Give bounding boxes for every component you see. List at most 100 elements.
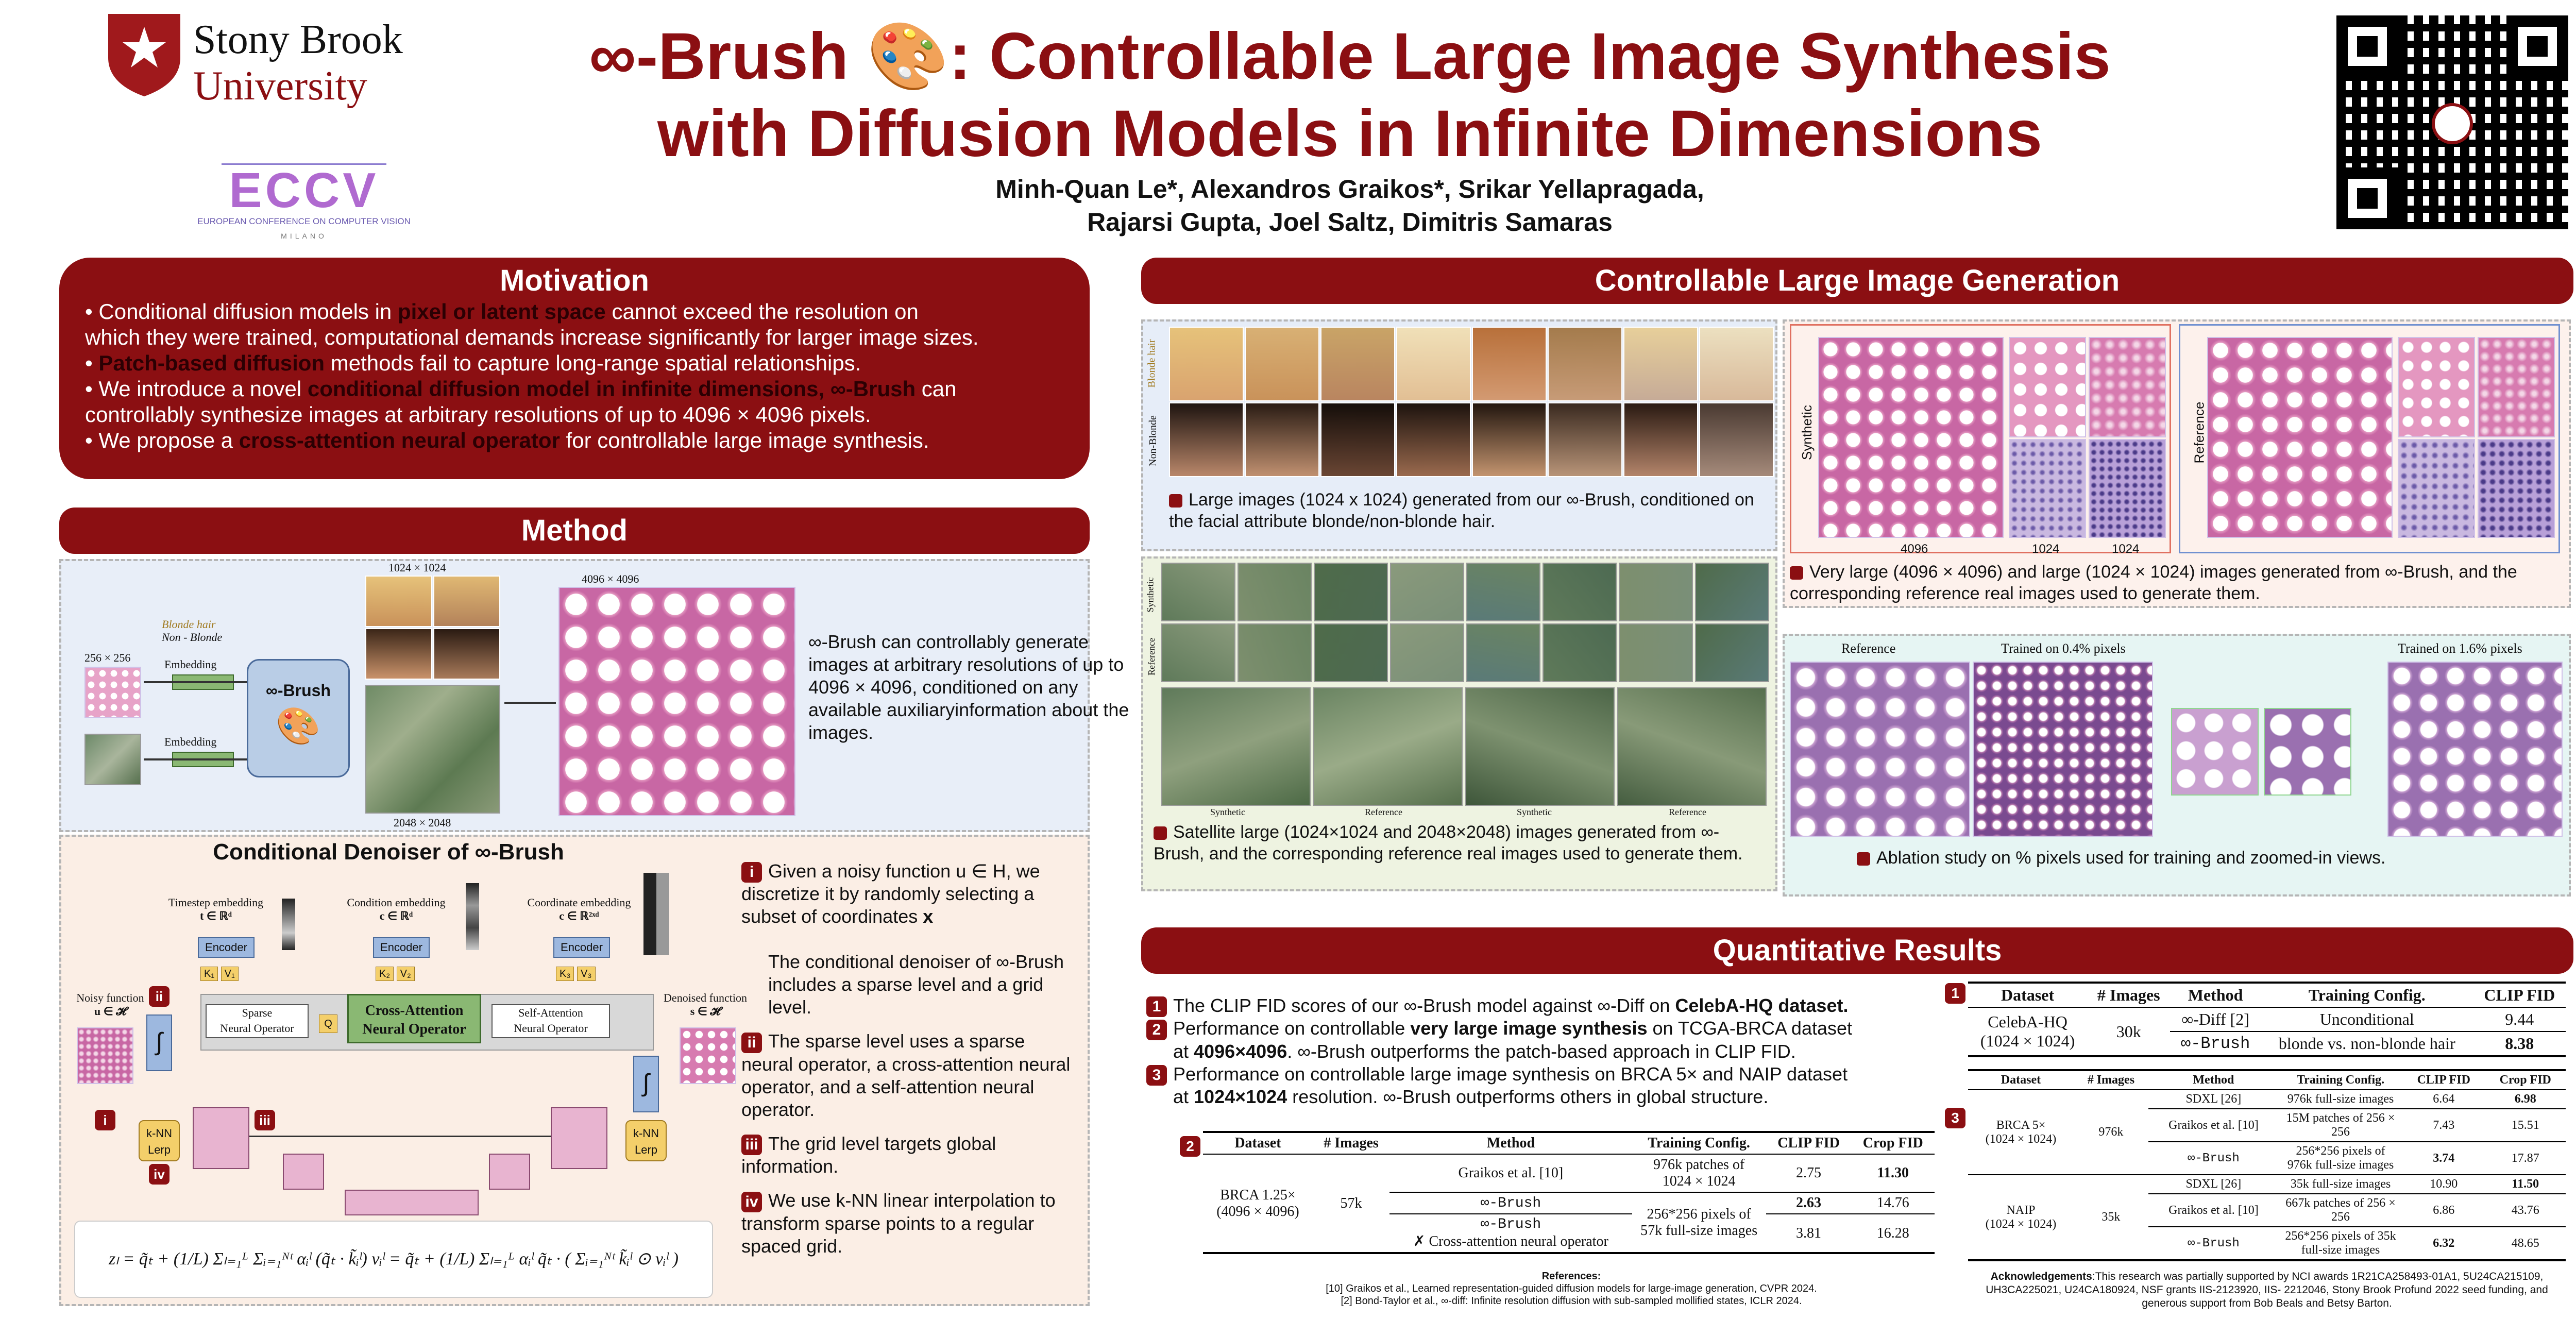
- title-line2: with Diffusion Models in Infinite Dimens…: [657, 97, 2042, 171]
- generation-banner: Controllable Large Image Generation: [1141, 258, 2573, 304]
- method-description: ∞-Brush can controllably generate images…: [808, 631, 1129, 743]
- caption-bullet: [1169, 494, 1182, 508]
- faces-nonblonde-label: Non-Blonde: [1147, 415, 1159, 466]
- label-1024-b: 1024: [2112, 542, 2140, 556]
- ablation-04-label: Trained on 0.4% pixels: [2001, 641, 2126, 656]
- table-2-row: ∞-Brush✗ Cross-attention neural operator…: [1203, 1213, 1935, 1254]
- satellite-caption: Satellite large (1024×1024 and 2048×2048…: [1154, 822, 1743, 864]
- encoder-3: Encoder: [553, 937, 610, 958]
- cond-embedding-bar: [466, 883, 479, 950]
- ablation-04-image: [1973, 662, 2153, 837]
- grid-unet-bottom: [345, 1190, 479, 1215]
- synth-histo-1024-c: [2009, 439, 2086, 538]
- method-arrow-2: [144, 758, 252, 760]
- authors-line2: Rajarsi Gupta, Joel Saltz, Dimitris Sama…: [1087, 208, 1613, 236]
- sat-thumb: [1390, 563, 1464, 621]
- ref-histo-1024-d: [2478, 439, 2555, 538]
- marker-iii: iii: [255, 1110, 275, 1130]
- equation: zₗ = q̃ₜ + (1/L) Σₗ₌₁ᴸ Σᵢ₌₁ᴺᵗ αᵢˡ (q̃ₜ ·…: [74, 1221, 713, 1298]
- sat-synth-vertical: Synthetic: [1145, 577, 1156, 613]
- skip-connection: [249, 1136, 551, 1137]
- sat-thumb: [1619, 563, 1693, 621]
- eccv-text: ECCV: [229, 163, 379, 218]
- ref-histo-1024-b: [2478, 337, 2555, 437]
- qr-center-logo: [2432, 103, 2473, 144]
- method-res-big: 4096 × 4096: [582, 572, 639, 585]
- method-face-1: [365, 576, 432, 627]
- sat-thumb: [1619, 623, 1693, 682]
- eccv-city: MILANO: [281, 232, 327, 240]
- method-arrow-out: [504, 702, 556, 704]
- table-3-row: Graikos et al. [10]15M patches of 256 × …: [1968, 1108, 2566, 1142]
- synth-histo-4096: [1818, 337, 2004, 538]
- synthetic-vertical-label: Synthetic: [1799, 405, 1815, 460]
- motivation-bullet-1c: which they were trained, computational d…: [85, 325, 979, 349]
- palette-icon: 🎨: [276, 706, 321, 746]
- qr-finder-bl: [2336, 167, 2398, 229]
- authors: Minh-Quan Le*, Alexandros Graikos*, Srik…: [773, 173, 1927, 239]
- sat-ref-vertical: Reference: [1146, 638, 1157, 675]
- sat-thumb: [1314, 623, 1388, 682]
- sat-thumb: [1161, 623, 1235, 682]
- kv1: K₁ V₁: [200, 967, 239, 981]
- sbu-line2: University: [193, 63, 367, 109]
- ablation-panel: Reference Trained on 0.4% pixels Trained…: [1783, 634, 2571, 897]
- synth-histo-1024-d: [2089, 439, 2166, 538]
- reference-frame: [2179, 324, 2560, 553]
- grid-unet-left: [193, 1107, 249, 1169]
- sat-thumb: [1161, 563, 1235, 621]
- sat-thumb: [1390, 623, 1464, 682]
- kv3: K₃ V₃: [556, 967, 596, 981]
- caption-bullet: [1154, 826, 1167, 840]
- face-b5: [1472, 327, 1547, 401]
- sat-thumb: [1543, 623, 1617, 682]
- ablation-zoom-1: [2171, 708, 2259, 796]
- ts-embedding-bar: [282, 899, 295, 950]
- sat-thumb: [1695, 563, 1769, 621]
- face-n2: [1245, 402, 1319, 477]
- face-n4: [1396, 402, 1471, 477]
- ablation-ref-image: [1790, 662, 1970, 837]
- histology-panel: Synthetic Reference 4096 1024 1024 Very …: [1783, 319, 2571, 608]
- table-1-row: CelebA-HQ(1024 × 1024)30k∞-Diff [2]Uncon…: [1968, 1007, 2566, 1057]
- noisy-function-image: [77, 1027, 133, 1084]
- face-b6: [1548, 327, 1622, 401]
- kv2: K₂ V₂: [376, 967, 415, 981]
- ablation-16-label: Trained on 1.6% pixels: [2398, 641, 2522, 656]
- output-integral-block: ∫: [633, 1056, 659, 1112]
- face-b4: [1396, 327, 1471, 401]
- reference-2: [2] Bond-Taylor et al., ∞-diff: Infinite…: [1341, 1295, 1802, 1307]
- ablation-16-image: [2387, 662, 2563, 837]
- label-4096: 4096: [1901, 542, 1928, 556]
- sat-label-4: Reference: [1669, 807, 1706, 817]
- motivation-section: Motivation • Conditional diffusion model…: [59, 258, 1090, 479]
- ablation-ref-label: Reference: [1841, 641, 1896, 656]
- table-1-tag: 1: [1945, 983, 1965, 1004]
- sat-thumb: [1238, 563, 1312, 621]
- ref-histo-1024-a: [2398, 337, 2475, 437]
- sat-thumb: [1238, 623, 1312, 682]
- eccv-skyline: [222, 124, 386, 165]
- qr-code[interactable]: [2336, 15, 2568, 229]
- sat-thumb: [1466, 563, 1540, 621]
- label-1024-a: 1024: [2032, 542, 2060, 556]
- method-small-histo-label: 256 × 256: [84, 651, 131, 664]
- sat-large-ref-2: [1617, 687, 1767, 806]
- model-block: ∞-Brush 🎨: [247, 659, 350, 777]
